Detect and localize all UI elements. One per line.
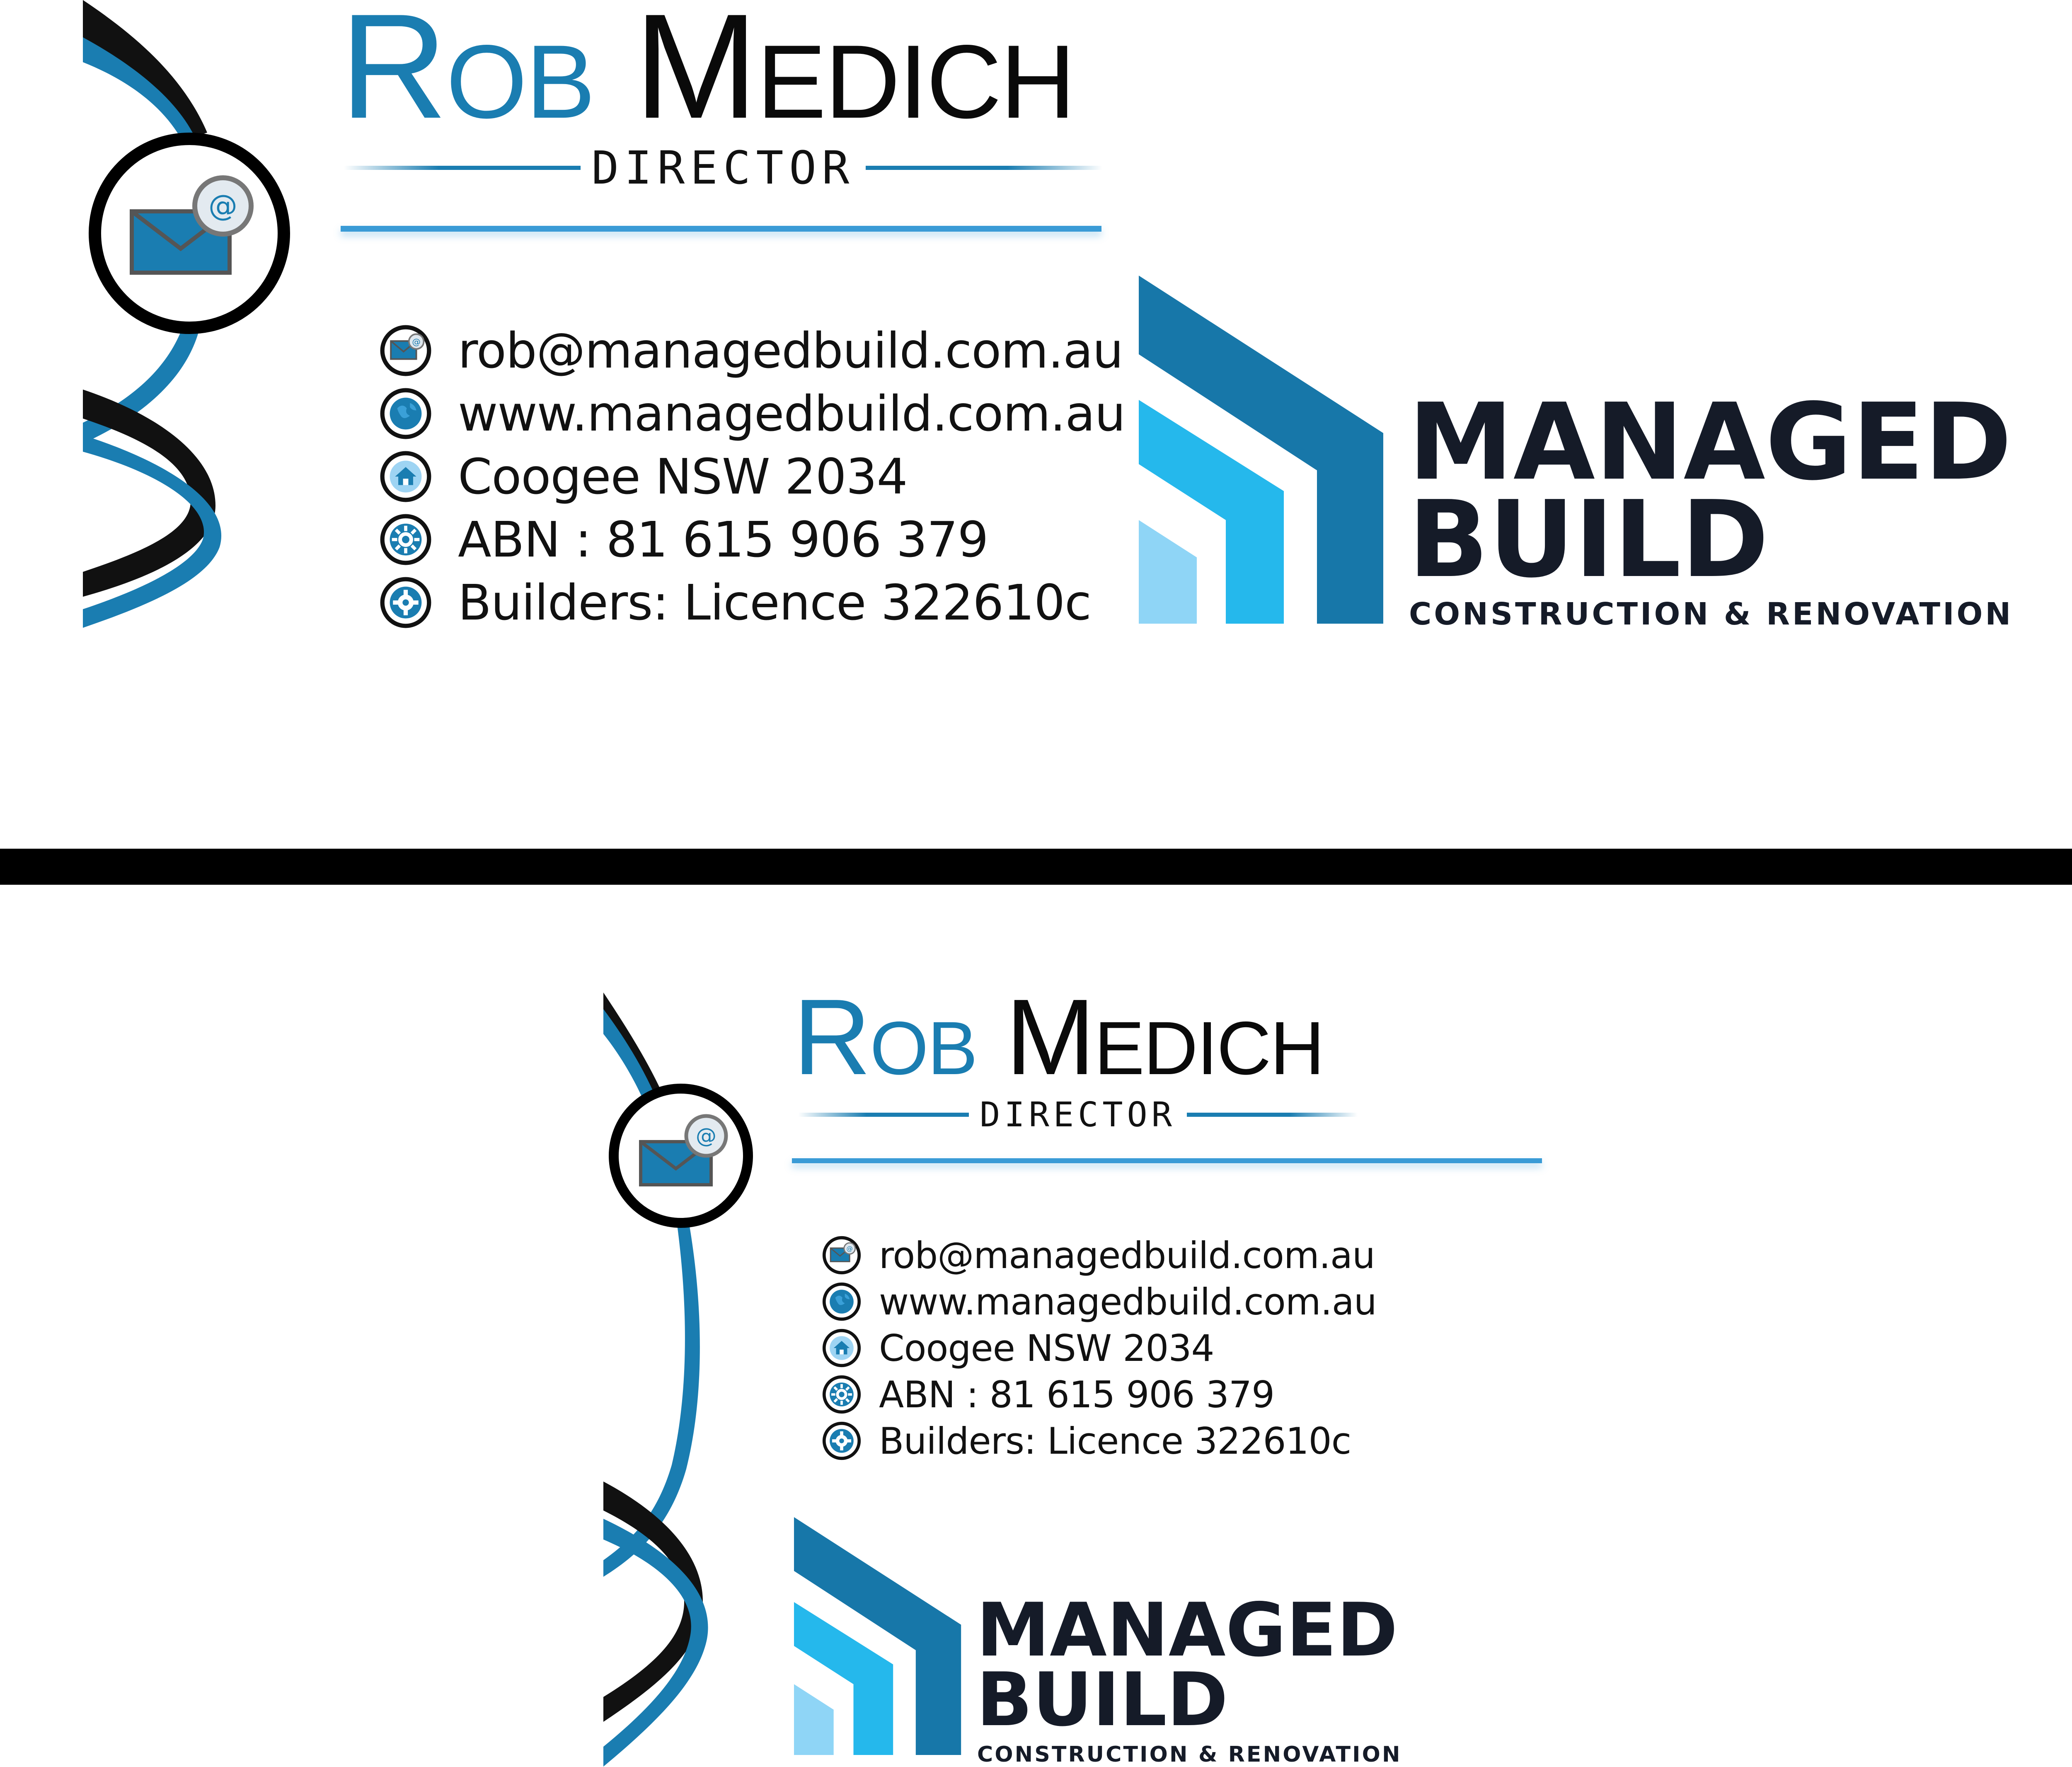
contact-address: Coogee NSW 2034 xyxy=(822,1325,1377,1371)
email-text: rob@managedbuild.com.au xyxy=(458,322,1123,379)
globe-icon xyxy=(379,387,432,440)
contact-list: rob@managedbuild.com.au www.managedbuild… xyxy=(822,1232,1377,1464)
contact-address: Coogee NSW 2034 xyxy=(379,445,1125,508)
licence-text: Builders: Licence 322610c xyxy=(458,574,1092,631)
svg-text:@: @ xyxy=(208,189,237,223)
contact-licence: Builders: Licence 322610c xyxy=(379,571,1125,634)
header-underline xyxy=(341,226,1101,232)
cog-icon xyxy=(822,1421,862,1461)
contact-website: www.managedbuild.com.au xyxy=(822,1278,1377,1325)
person-name: Rob Medich xyxy=(793,983,1324,1091)
title-rule-right xyxy=(865,166,1102,170)
licence-text: Builders: Licence 322610c xyxy=(879,1419,1351,1462)
person-name: Rob Medich xyxy=(340,0,1076,141)
title-rule-left xyxy=(798,1113,969,1117)
header-underline xyxy=(792,1158,1542,1163)
contact-email: rob@managedbuild.com.au xyxy=(379,319,1125,382)
logo-tagline: CONSTRUCTION & RENOVATION xyxy=(977,1742,1402,1767)
title-rule-left xyxy=(344,166,581,170)
separator-bar xyxy=(0,849,2072,885)
contact-list: rob@managedbuild.com.au www.managedbuild… xyxy=(379,319,1126,634)
website-text: www.managedbuild.com.au xyxy=(879,1280,1377,1323)
first-name: Rob xyxy=(340,0,595,150)
title-rule-right xyxy=(1186,1113,1358,1117)
website-text: www.managedbuild.com.au xyxy=(458,385,1126,442)
first-name: Rob xyxy=(793,977,978,1097)
home-icon xyxy=(379,450,432,503)
envelope-icon xyxy=(822,1235,862,1275)
address-text: Coogee NSW 2034 xyxy=(879,1326,1215,1370)
gear-icon xyxy=(379,513,432,566)
contact-website: www.managedbuild.com.au xyxy=(379,382,1126,445)
job-title: DIRECTOR xyxy=(591,141,855,194)
logo-line-2: BUILD xyxy=(976,1657,1228,1743)
cog-icon xyxy=(379,576,432,629)
svg-text:@: @ xyxy=(696,1124,716,1148)
envelope-icon xyxy=(379,324,432,377)
business-card-front: @ Rob Medich DIRECTOR rob@managedbuild.c… xyxy=(0,0,2072,850)
globe-icon xyxy=(822,1282,862,1322)
gear-icon xyxy=(822,1375,862,1414)
swoosh-decoration: @ xyxy=(83,0,290,628)
contact-abn: ABN : 81 615 906 379 xyxy=(379,508,1125,571)
logo-mark-icon xyxy=(794,1514,964,1758)
last-name: Medich xyxy=(634,0,1076,150)
home-icon xyxy=(822,1328,862,1368)
address-text: Coogee NSW 2034 xyxy=(458,448,908,505)
logo-line-1: MANAGED xyxy=(976,1587,1398,1673)
business-card-back: @ Rob Medich DIRECTOR rob@managedbuild.c… xyxy=(603,983,1542,1767)
job-title-bar: DIRECTOR xyxy=(798,1095,1358,1135)
contact-abn: ABN : 81 615 906 379 xyxy=(822,1371,1377,1418)
job-title: DIRECTOR xyxy=(980,1095,1176,1135)
abn-text: ABN : 81 615 906 379 xyxy=(458,511,989,568)
abn-text: ABN : 81 615 906 379 xyxy=(879,1373,1275,1416)
managed-build-logo: MANAGED BUILD CONSTRUCTION & RENOVATION xyxy=(794,1514,1400,1767)
logo-tagline: CONSTRUCTION & RENOVATION xyxy=(1409,596,2014,632)
managed-build-logo: MANAGED BUILD CONSTRUCTION & RENOVATION xyxy=(1139,276,2012,640)
last-name: Medich xyxy=(1005,977,1325,1097)
contact-licence: Builders: Licence 322610c xyxy=(822,1418,1377,1464)
job-title-bar: DIRECTOR xyxy=(344,141,1102,194)
logo-mark-icon xyxy=(1139,276,1387,624)
logo-line-2: BUILD xyxy=(1408,478,1769,601)
contact-email: rob@managedbuild.com.au xyxy=(822,1232,1377,1278)
email-text: rob@managedbuild.com.au xyxy=(879,1234,1375,1277)
logo-line-1: MANAGED xyxy=(1408,381,2012,504)
swoosh-decoration: @ xyxy=(603,992,753,1767)
